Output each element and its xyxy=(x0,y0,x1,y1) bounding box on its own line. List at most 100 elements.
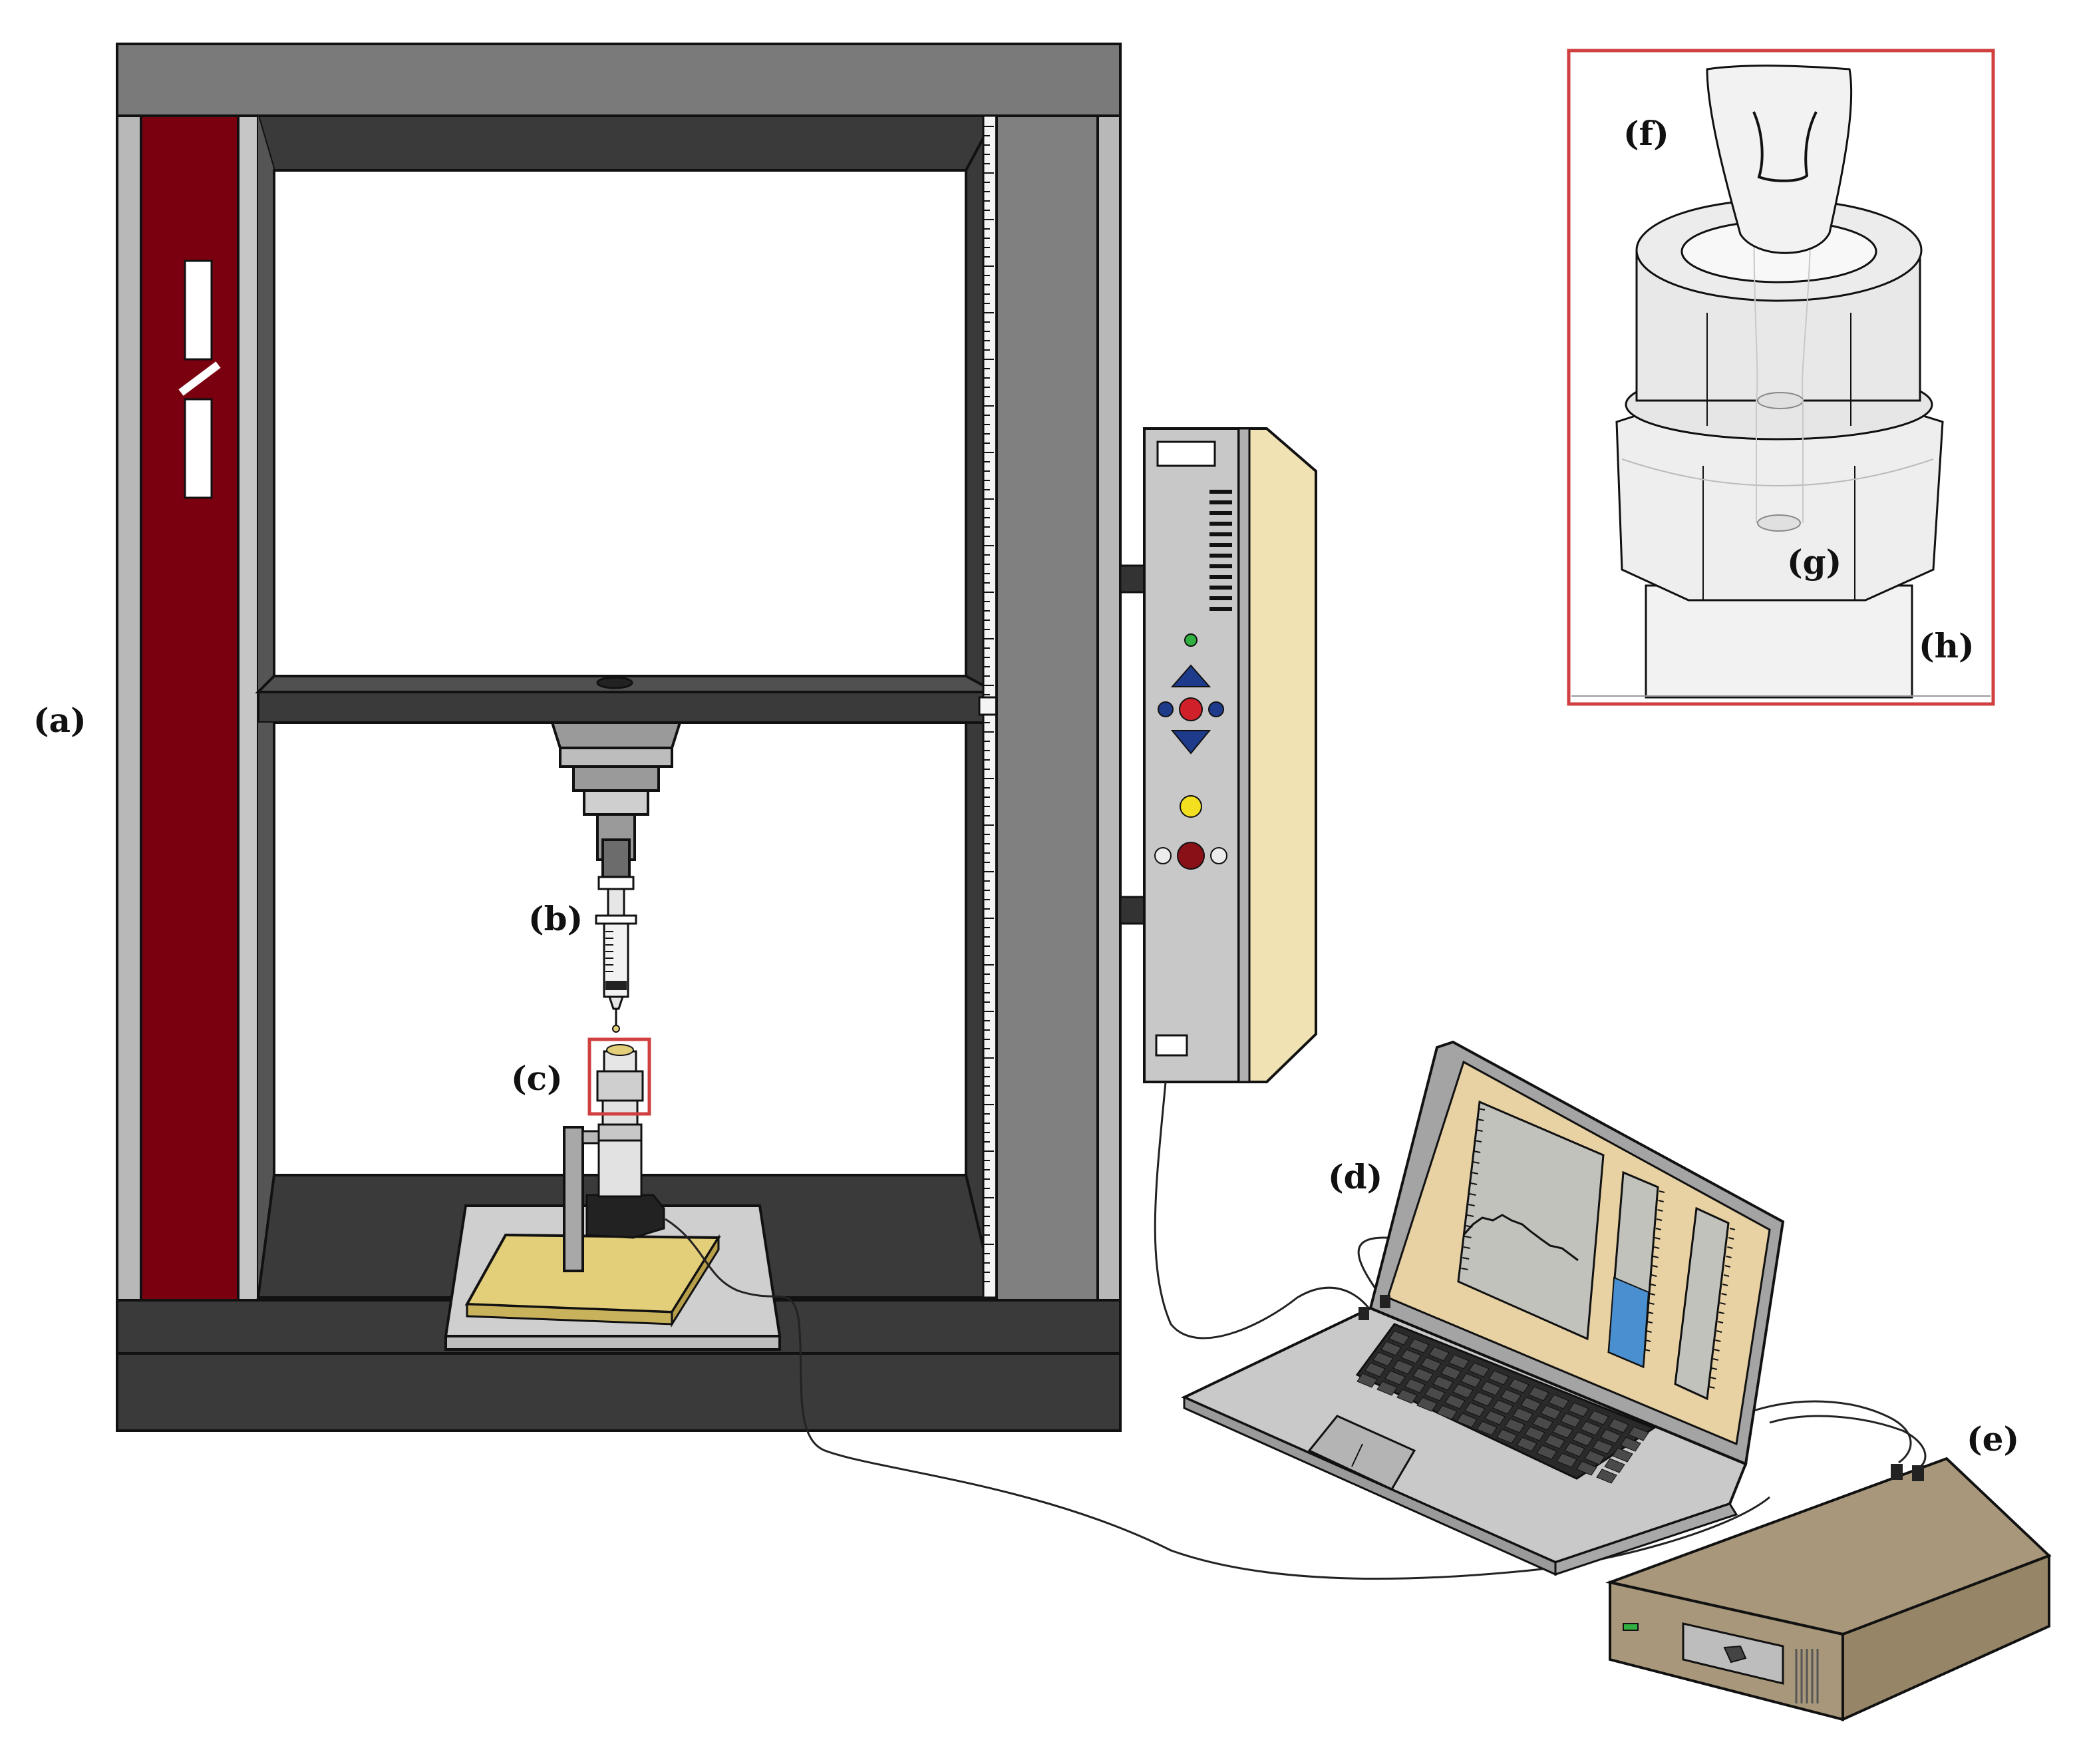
graph-tick xyxy=(1468,1204,1475,1206)
keyboard-key xyxy=(1612,1447,1633,1463)
keyboard-key xyxy=(1424,1386,1446,1401)
bar-tick xyxy=(1711,1367,1718,1370)
bar-tick xyxy=(1655,1228,1662,1230)
bar-tick xyxy=(1647,1312,1654,1314)
stand-post xyxy=(563,1126,584,1272)
keyboard-key xyxy=(1460,1373,1482,1388)
bar-tick xyxy=(1721,1293,1727,1296)
keyboard-key xyxy=(1400,1349,1422,1364)
bar-tick xyxy=(1712,1358,1719,1361)
keyboard-key xyxy=(1384,1370,1406,1385)
laptop xyxy=(1181,1040,1785,1576)
bar-tick xyxy=(1714,1349,1720,1351)
label-h: (h) xyxy=(1919,626,1975,665)
panel-vent xyxy=(1209,575,1232,579)
label-b: (b) xyxy=(528,899,583,938)
detail-highlight-box xyxy=(587,1037,651,1116)
load-cell-body-1 xyxy=(559,747,673,768)
left-column-inner xyxy=(237,114,259,1302)
bar-tick xyxy=(1722,1284,1728,1286)
keyboard-key xyxy=(1584,1450,1605,1465)
bar-tick xyxy=(1724,1265,1731,1268)
jog-stop-button[interactable] xyxy=(1179,697,1203,721)
laptop-touchpad[interactable] xyxy=(1307,1415,1416,1491)
bar-tick xyxy=(1646,1330,1652,1333)
label-a: (a) xyxy=(33,701,86,740)
daq-vents xyxy=(1795,1649,1819,1703)
daq-connector-2 xyxy=(1912,1465,1924,1481)
bar-tick xyxy=(1649,1293,1655,1296)
keyboard-key xyxy=(1628,1426,1649,1441)
specimen-fixture xyxy=(444,1037,782,1351)
jog-down-button[interactable] xyxy=(1170,730,1211,755)
inset-apex-upper xyxy=(1757,392,1804,409)
right-column-outer xyxy=(1096,114,1122,1302)
graph-tick xyxy=(1466,1225,1473,1228)
graph-tick xyxy=(1472,1161,1480,1164)
sensor-block xyxy=(585,1194,665,1239)
keyboard-key xyxy=(1528,1386,1549,1401)
syringe-needle-tip xyxy=(612,1025,620,1033)
indicator-left xyxy=(1154,847,1172,864)
daq-side xyxy=(1841,1554,2050,1722)
graph-tick xyxy=(1461,1268,1468,1270)
bar-tick xyxy=(1716,1330,1722,1333)
keyboard-keys xyxy=(1357,1330,1649,1484)
keyboard-key xyxy=(1544,1434,1565,1449)
crosshead-hole xyxy=(596,676,633,689)
jog-left-button[interactable] xyxy=(1158,701,1174,717)
control-panel xyxy=(1119,427,1317,1083)
label-f: (f) xyxy=(1623,114,1669,153)
right-column-gray xyxy=(995,114,1099,1302)
holder-cylinder-band xyxy=(597,1123,643,1142)
bar-tick xyxy=(1645,1339,1651,1342)
keyboard-key xyxy=(1548,1394,1569,1409)
syringe-tip xyxy=(607,995,625,1010)
laptop-port-1 xyxy=(1359,1307,1369,1320)
inset-apex-lower xyxy=(1757,514,1801,532)
emergency-stop-button[interactable] xyxy=(1177,842,1205,870)
bar-tick xyxy=(1709,1386,1715,1389)
keyboard-key xyxy=(1388,1330,1410,1345)
label-e: (e) xyxy=(1967,1419,2019,1459)
bar-tick xyxy=(1715,1339,1721,1342)
holder-top xyxy=(606,1044,634,1056)
indicator-right xyxy=(1210,847,1227,864)
keyboard-key xyxy=(1364,1362,1386,1377)
bar-tick xyxy=(1653,1246,1660,1249)
graph-tick xyxy=(1463,1246,1471,1249)
panel-front-edge xyxy=(1237,427,1251,1083)
keyboard-key xyxy=(1620,1437,1641,1452)
keyboard-key xyxy=(1608,1418,1629,1433)
panel-vent xyxy=(1209,511,1232,515)
panel-display xyxy=(1156,441,1216,467)
keyboard-key xyxy=(1496,1429,1518,1444)
laptop-port-2 xyxy=(1380,1295,1390,1308)
bar-tick xyxy=(1718,1312,1725,1314)
bar-tick xyxy=(1726,1256,1732,1258)
load-cell-body-2 xyxy=(572,765,660,792)
cables xyxy=(665,1081,1927,1580)
jog-right-button[interactable] xyxy=(1208,701,1224,717)
yellow-button[interactable] xyxy=(1180,795,1202,818)
keyboard-key xyxy=(1488,1370,1510,1385)
bar-tick xyxy=(1659,1190,1665,1193)
bar-tick xyxy=(1720,1302,1726,1305)
screen-bar-ticks xyxy=(1644,1190,1736,1389)
keyboard-key xyxy=(1492,1399,1514,1415)
panel-vent xyxy=(1209,607,1232,611)
graph-tick xyxy=(1471,1172,1478,1174)
syringe xyxy=(595,876,637,1033)
graph-tick xyxy=(1469,1193,1476,1196)
panel-vents xyxy=(1209,490,1232,611)
keyboard-key xyxy=(1416,1397,1438,1412)
label-d: (d) xyxy=(1328,1157,1382,1196)
bar-tick xyxy=(1727,1246,1733,1249)
screen-graph-window xyxy=(1457,1100,1605,1341)
label-g: (g) xyxy=(1787,542,1841,582)
keyboard-key xyxy=(1396,1389,1418,1404)
graph-tick xyxy=(1462,1257,1470,1260)
upper-opening xyxy=(273,169,967,677)
daq-drive-button[interactable] xyxy=(1723,1645,1747,1664)
jog-up-button[interactable] xyxy=(1170,664,1211,687)
